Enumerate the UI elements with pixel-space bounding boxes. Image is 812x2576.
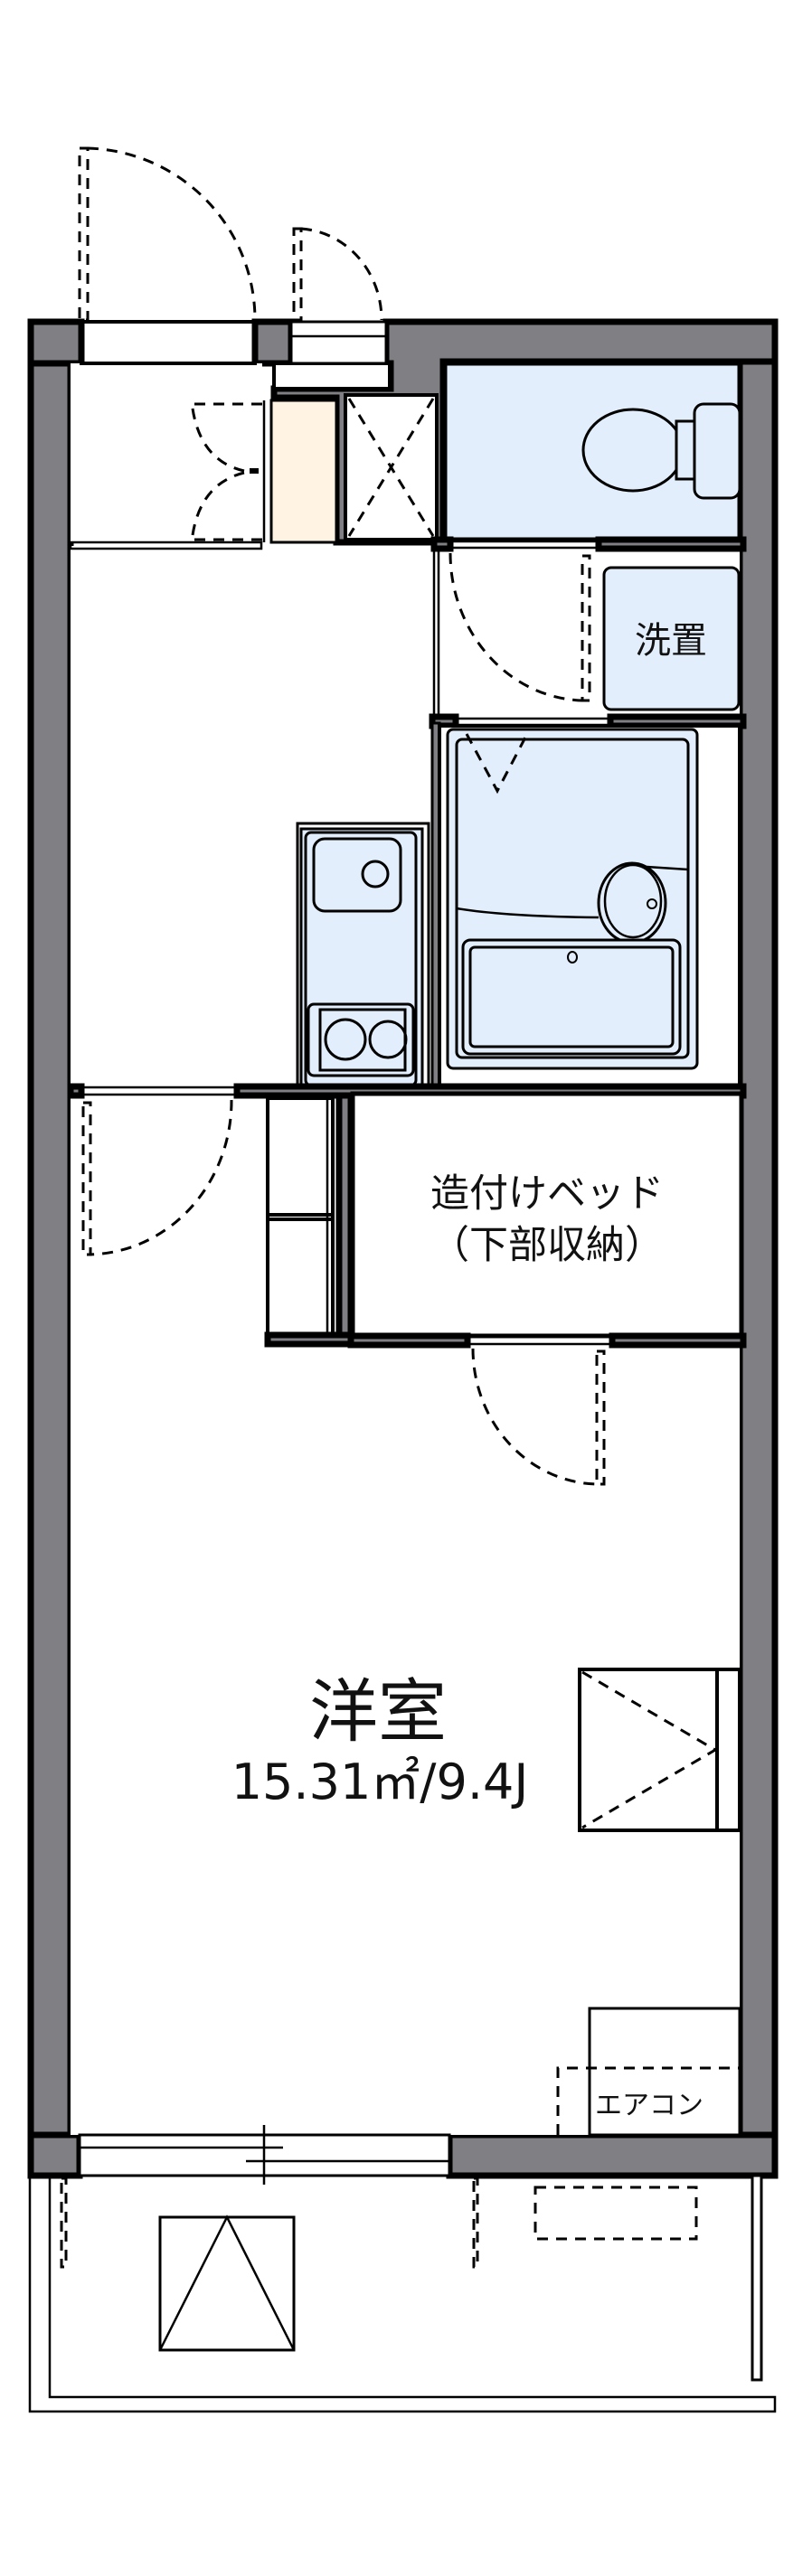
built-in-bed: 造付けベッド （下部収納） [347,1091,747,1486]
air-conditioner: エアコン [556,2007,741,2137]
washroom-door[interactable] [448,552,591,702]
washroom: 洗置 [432,549,741,723]
exterior-walls [27,318,779,2179]
unit-bath [446,728,699,1070]
shoe-cabinet[interactable] [190,399,338,544]
closet[interactable] [578,1668,741,1832]
bed-label-line2: （下部収納） [430,1223,664,1268]
laundry-label: 洗置 [635,620,707,662]
bed-label-line1: 造付けベッド [430,1171,664,1217]
sink-icon [312,837,402,913]
room-door[interactable] [81,1099,233,1256]
outdoor-unit [533,2186,698,2241]
storage-door[interactable] [292,227,383,322]
room-name: 洋室 [309,1671,447,1752]
kitchen [296,822,430,1098]
bathroom [430,721,741,1103]
closet-shelves [264,1092,358,1348]
laundry-space: 洗置 [602,566,741,711]
toilet-icon [581,402,741,500]
room-area: 15.31㎡/9.4J [231,1753,529,1810]
sliding-window[interactable] [78,2125,451,2185]
balcony [28,2174,777,2413]
western-room: 洋室 15.31㎡/9.4J [231,1671,529,1810]
toilet-room [442,361,742,542]
entrance-door[interactable] [78,146,257,322]
evacuation-hatch-icon [158,2214,296,2352]
ac-label: エアコン [595,2090,703,2121]
stove-icon [307,1002,415,1077]
entrance [69,146,392,550]
meter-box [344,393,439,541]
bed-storage-door[interactable] [471,1348,606,1486]
shoe-box [269,399,338,544]
